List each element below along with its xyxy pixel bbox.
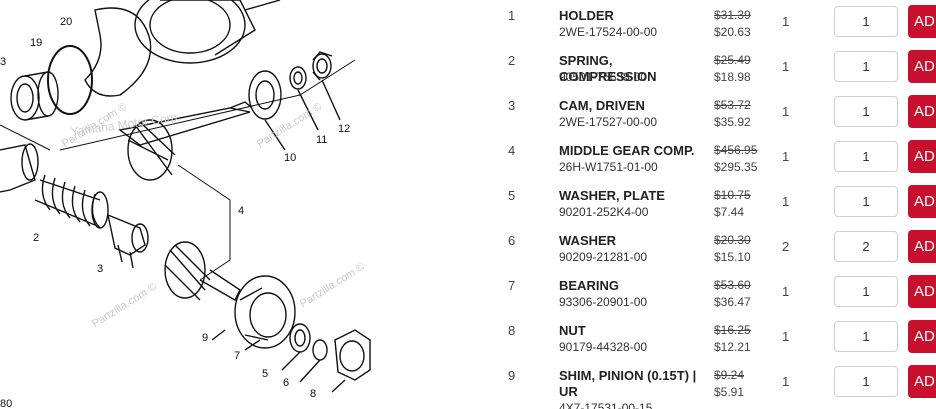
msrp-price: $53.60 <box>714 278 751 292</box>
quantity-input[interactable] <box>834 186 898 217</box>
callout-10: 10 <box>284 152 297 164</box>
part-row: 5 WASHER, PLATE 90201-252K4-00 $10.75 $7.44 1… <box>468 180 936 225</box>
part-row: 6 WASHER 90209-21281-00 $20.30 $15.10 2 ADD <box>468 225 936 270</box>
sale-price: $7.44 <box>714 205 745 219</box>
callout-8: 8 <box>310 388 317 400</box>
required-quantity: 1 <box>782 104 790 119</box>
part-row: 1 HOLDER 2WE-17524-00-00 $31.39 $20.63 1 ADD <box>468 0 936 45</box>
callout-7: 7 <box>234 350 241 362</box>
callout-3b: 3 <box>97 263 104 275</box>
part-number: 2WE-17527-00-00 <box>559 115 658 129</box>
callout-19: 19 <box>30 37 43 49</box>
part-ref-number: 2 <box>508 53 516 68</box>
quantity-input[interactable] <box>834 276 898 307</box>
required-quantity: 1 <box>782 329 790 344</box>
add-to-cart-button[interactable]: ADD <box>908 5 936 38</box>
required-quantity: 1 <box>782 284 790 299</box>
part-row: 9 SHIM, PINION (0.15T) | UR 4X7-17531-00-1… <box>468 360 936 409</box>
parts-diagram: 20 19 3 10 11 12 4 2 3 9 7 5 6 8 80 Yama… <box>0 0 371 409</box>
part-ref-number: 1 <box>508 8 516 23</box>
part-number: 90209-21281-00 <box>559 250 648 264</box>
part-name[interactable]: BEARING <box>559 278 619 293</box>
part-row: 8 NUT 90179-44328-00 $16.25 $12.21 1 ADD <box>468 315 936 360</box>
sale-price: $20.63 <box>714 25 751 39</box>
part-name[interactable]: MIDDLE GEAR COMP. <box>559 143 695 158</box>
part-row: 3 CAM, DRIVEN 2WE-17527-00-00 $53.72 $35.92 1… <box>468 90 936 135</box>
sale-price: $5.91 <box>714 385 745 399</box>
sale-price: $36.47 <box>714 295 751 309</box>
msrp-price: $25.49 <box>714 53 751 67</box>
part-ref-number: 3 <box>508 98 516 113</box>
quantity-input[interactable] <box>834 231 898 262</box>
quantity-input[interactable] <box>834 366 898 397</box>
add-to-cart-button[interactable]: ADD <box>908 365 936 398</box>
part-number: 26H-W1751-01-00 <box>559 160 658 174</box>
part-row: 7 BEARING 93306-20901-00 $53.60 $36.47 1 ADD <box>468 270 936 315</box>
add-to-cart-button[interactable]: ADD <box>908 50 936 83</box>
part-ref-number: 8 <box>508 323 516 338</box>
sale-price: $15.10 <box>714 250 751 264</box>
required-quantity: 1 <box>782 149 790 164</box>
callout-9: 9 <box>202 332 209 344</box>
part-name[interactable]: HOLDER <box>559 8 614 23</box>
part-ref-number: 5 <box>508 188 516 203</box>
required-quantity: 1 <box>782 194 790 209</box>
callout-20: 20 <box>60 16 73 28</box>
callout-6: 6 <box>283 377 290 389</box>
msrp-price: $20.30 <box>714 233 751 247</box>
parts-list: 1HOLDER2WE-17524-00-00$31.39$20.631ADD2S… <box>468 0 936 409</box>
add-to-cart-button[interactable]: ADD <box>908 320 936 353</box>
msrp-price: $53.72 <box>714 98 751 112</box>
part-ref-number: 6 <box>508 233 516 248</box>
sale-price: $12.21 <box>714 340 751 354</box>
part-name[interactable]: SHIM, PINION (0.15T) | UR <box>559 368 697 399</box>
part-ref-number: 7 <box>508 278 516 293</box>
callout-2: 2 <box>33 232 40 244</box>
required-quantity: 1 <box>782 59 790 74</box>
msrp-price: $10.75 <box>714 188 751 202</box>
msrp-price: $31.39 <box>714 8 751 22</box>
sale-price: $18.98 <box>714 70 751 84</box>
add-to-cart-button[interactable]: ADD <box>908 140 936 173</box>
part-number: 90501-75638-00 <box>559 70 648 84</box>
callout-3: 3 <box>0 56 7 68</box>
quantity-input[interactable] <box>834 51 898 82</box>
add-to-cart-button[interactable]: ADD <box>908 95 936 128</box>
part-name[interactable]: CAM, DRIVEN <box>559 98 645 113</box>
callout-4: 4 <box>238 205 245 217</box>
part-name[interactable]: NUT <box>559 323 586 338</box>
callout-5: 5 <box>262 368 269 380</box>
msrp-price: $456.95 <box>714 143 758 157</box>
part-name[interactable]: WASHER <box>559 233 617 248</box>
callout-11: 11 <box>316 134 328 146</box>
part-number: 4X7-17531-00-15 <box>559 401 653 409</box>
quantity-input[interactable] <box>834 141 898 172</box>
part-number: 2WE-17524-00-00 <box>559 25 658 39</box>
part-ref-number: 4 <box>508 143 516 158</box>
required-quantity: 1 <box>782 374 790 389</box>
callout-80: 80 <box>0 398 13 409</box>
quantity-input[interactable] <box>834 321 898 352</box>
sale-price: $35.92 <box>714 115 751 129</box>
quantity-input[interactable] <box>834 6 898 37</box>
part-number: 93306-20901-00 <box>559 295 648 309</box>
required-quantity: 1 <box>782 14 790 29</box>
sale-price: $295.35 <box>714 160 758 174</box>
add-to-cart-button[interactable]: ADD <box>908 230 936 263</box>
part-ref-number: 9 <box>508 368 516 383</box>
part-number: 90201-252K4-00 <box>559 205 649 219</box>
part-name[interactable]: WASHER, PLATE <box>559 188 665 203</box>
add-to-cart-button[interactable]: ADD <box>908 185 936 218</box>
msrp-price: $16.25 <box>714 323 751 337</box>
part-number: 90179-44328-00 <box>559 340 648 354</box>
part-name[interactable]: SPRING, COMPRESSION <box>559 53 657 84</box>
callout-12: 12 <box>338 123 351 135</box>
exploded-view-drawing <box>0 0 371 393</box>
add-to-cart-button[interactable]: ADD <box>908 275 936 308</box>
quantity-input[interactable] <box>834 96 898 127</box>
part-row: 4 MIDDLE GEAR COMP. 26H-W1751-01-00 $456.95… <box>468 135 936 180</box>
required-quantity: 2 <box>782 239 790 254</box>
msrp-price: $9.24 <box>714 368 745 382</box>
